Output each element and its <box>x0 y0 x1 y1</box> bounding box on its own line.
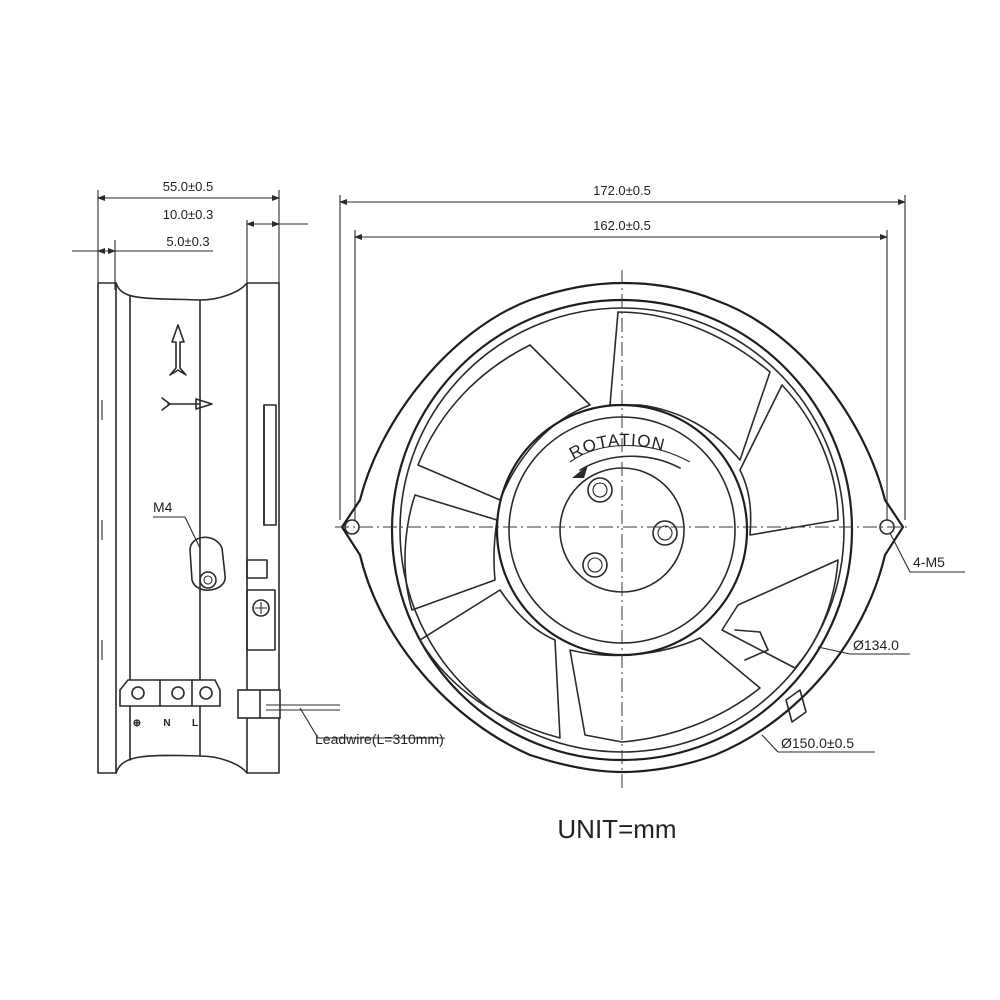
ground-screw-icon <box>252 599 270 617</box>
hub-hole-1 <box>587 477 613 503</box>
front-view: 172.0±0.5 162.0±0.5 <box>335 183 965 790</box>
leadwire-grommet <box>237 689 281 719</box>
hub-hole-2 <box>652 520 678 546</box>
terminal-label-n: N <box>163 718 170 729</box>
left-flange <box>97 282 117 774</box>
dim-step-text: 5.0±0.3 <box>166 234 209 249</box>
thread-label: M4 <box>153 499 173 515</box>
side-view: 55.0±0.5 10.0±0.3 5.0±0.3 M4 <box>72 179 445 774</box>
leadwire-label: Leadwire(L=310mm) <box>315 731 444 747</box>
dia-outer-label: Ø150.0±0.5 <box>781 735 854 751</box>
dim-overall-text: 172.0±0.5 <box>593 183 651 198</box>
terminal-label-ground: ⊕ <box>133 718 141 729</box>
dim-holes-text: 162.0±0.5 <box>593 218 651 233</box>
dim-width-text: 55.0±0.5 <box>163 179 214 194</box>
dim-flange-text: 10.0±0.3 <box>163 207 214 222</box>
terminal-block <box>119 679 221 707</box>
fan-housing <box>340 281 905 774</box>
housing-bottom-edge <box>115 754 248 774</box>
terminal-cover <box>246 589 276 651</box>
airflow-arrow-icon <box>169 324 187 376</box>
dia-inner-label: Ø134.0 <box>853 637 899 653</box>
m4-boss <box>189 536 226 591</box>
hub-hole-3 <box>582 552 608 578</box>
unit-label: UNIT=mm <box>557 814 676 844</box>
terminal-label-l: L <box>192 718 198 729</box>
rotation-arrow-icon <box>579 455 681 471</box>
direction-arrow-icon <box>161 397 213 411</box>
housing-top-edge <box>115 282 248 301</box>
right-flange <box>246 282 280 774</box>
motor-bracket <box>734 629 769 661</box>
mount-hole-label: 4-M5 <box>913 554 945 570</box>
